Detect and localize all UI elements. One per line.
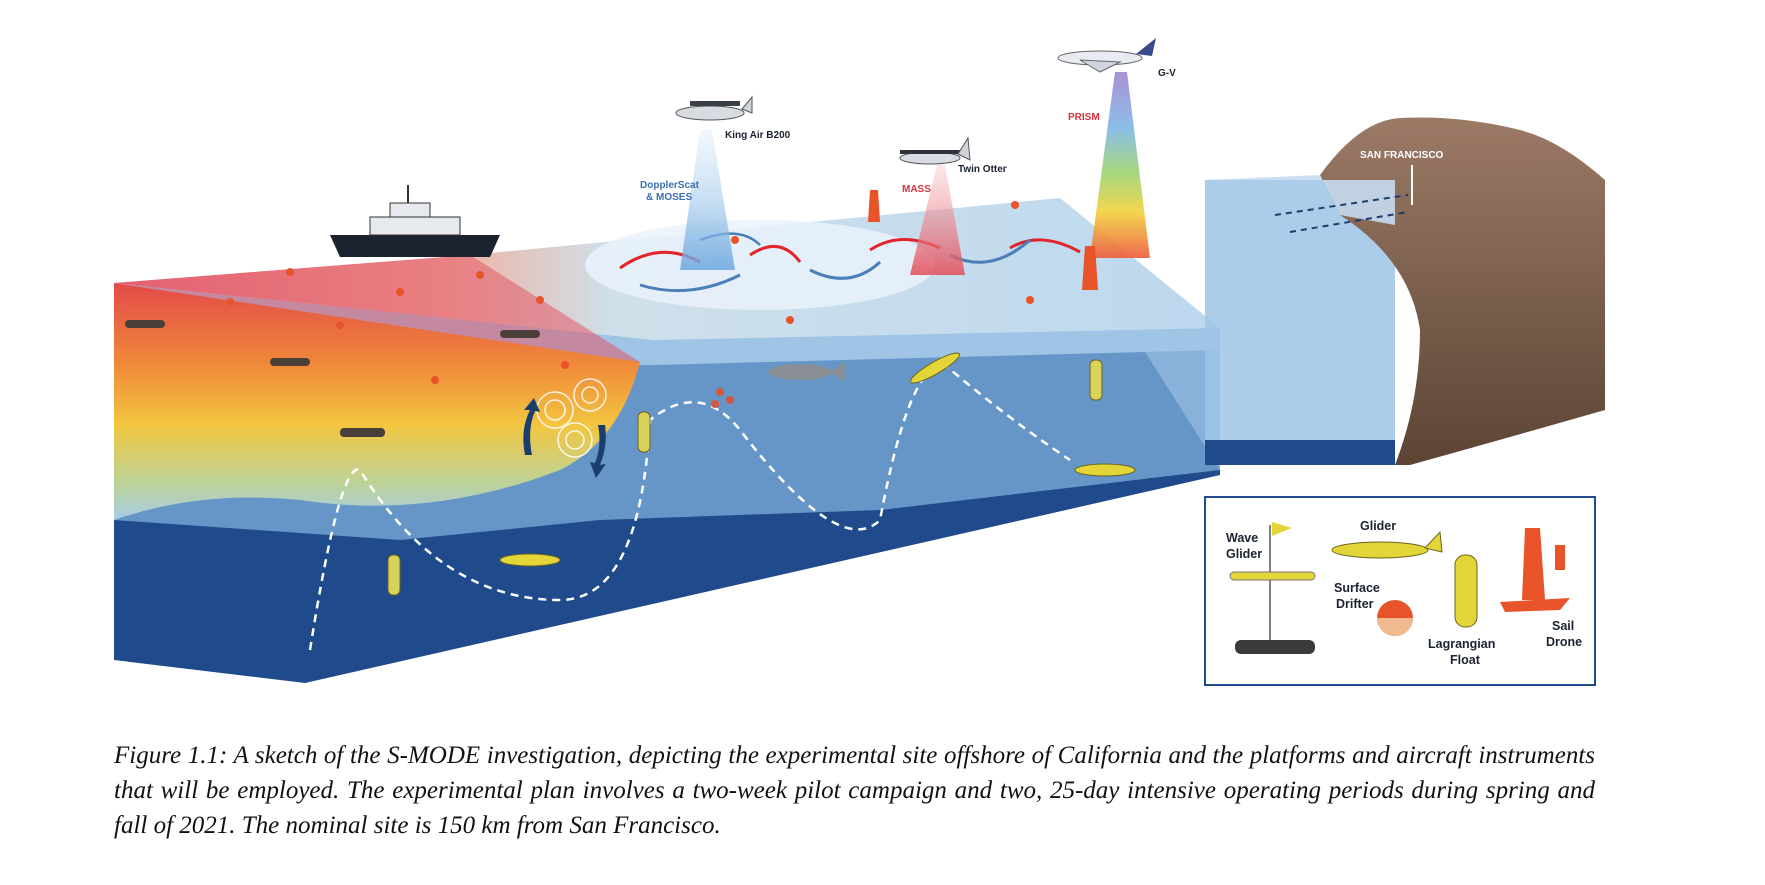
marine-life	[711, 362, 846, 408]
distance-dashed-1	[1274, 194, 1409, 216]
distance-dashed-2	[1289, 211, 1409, 233]
legend-float-label: Float	[1450, 653, 1481, 667]
label-san-francisco: SAN FRANCISCO	[1360, 150, 1444, 161]
lagrangian-floats-underwater	[387, 359, 1103, 596]
coastal-top	[1205, 175, 1395, 225]
eddy-region	[585, 220, 935, 310]
legend-surface-drifter-icon	[1377, 600, 1413, 636]
legend-wave-glider-icon	[1229, 522, 1316, 654]
research-vessel	[330, 185, 500, 257]
legend-surface-label: Surface	[1334, 581, 1380, 595]
legend-glider-label-2: Glider	[1226, 547, 1262, 561]
surface-drifters	[226, 201, 1034, 384]
legend-wave-label: Wave	[1226, 531, 1258, 545]
legend-lagrangian-float-icon	[1454, 554, 1478, 628]
coastal-block	[1205, 117, 1605, 465]
label-dopplerscat: DopplerScat	[640, 180, 700, 191]
upwelling-arrow-icon	[523, 398, 540, 455]
prism-beam	[1090, 72, 1150, 258]
smode-sketch-figure: King Air B200 DopplerScat & MOSES Twin O…	[114, 38, 1605, 686]
platform-legend: Wave Glider Glider Surface Drifter Lagra…	[1204, 496, 1596, 686]
legend-lagrangian-label: Lagrangian	[1428, 637, 1495, 651]
g-v-aircraft	[1057, 38, 1156, 73]
eddy-field	[585, 220, 1081, 310]
king-air-aircraft	[675, 95, 753, 121]
figure-caption: Figure 1.1: A sketch of the S-MODE inves…	[114, 742, 1595, 839]
twin-otter-aircraft	[899, 136, 971, 165]
mass-beam	[910, 165, 965, 275]
legend-sail-drone-icon	[1500, 528, 1570, 612]
underwater-gliders	[499, 352, 1136, 567]
legend-drone-label: Drone	[1546, 635, 1582, 649]
legend-drifter-label: Drifter	[1336, 597, 1374, 611]
label-prism: PRISM	[1068, 112, 1100, 123]
label-mass: MASS	[902, 184, 931, 195]
downwelling-arrow-icon	[590, 425, 606, 478]
coastal-water-front	[1205, 180, 1395, 465]
legend-glider-icon	[1331, 530, 1443, 559]
label-gv: G-V	[1158, 68, 1176, 79]
legend-glider-label: Glider	[1360, 519, 1396, 533]
label-twin-otter: Twin Otter	[958, 164, 1007, 175]
wave-gliders-surface	[125, 320, 540, 437]
legend-sail-label: Sail	[1552, 619, 1574, 633]
label-king-air: King Air B200	[725, 130, 791, 141]
sail-drones-surface	[868, 190, 1098, 290]
dopplerscat-beam	[680, 130, 735, 270]
coastal-deep-band	[1205, 440, 1395, 465]
label-moses: & MOSES	[646, 192, 692, 203]
